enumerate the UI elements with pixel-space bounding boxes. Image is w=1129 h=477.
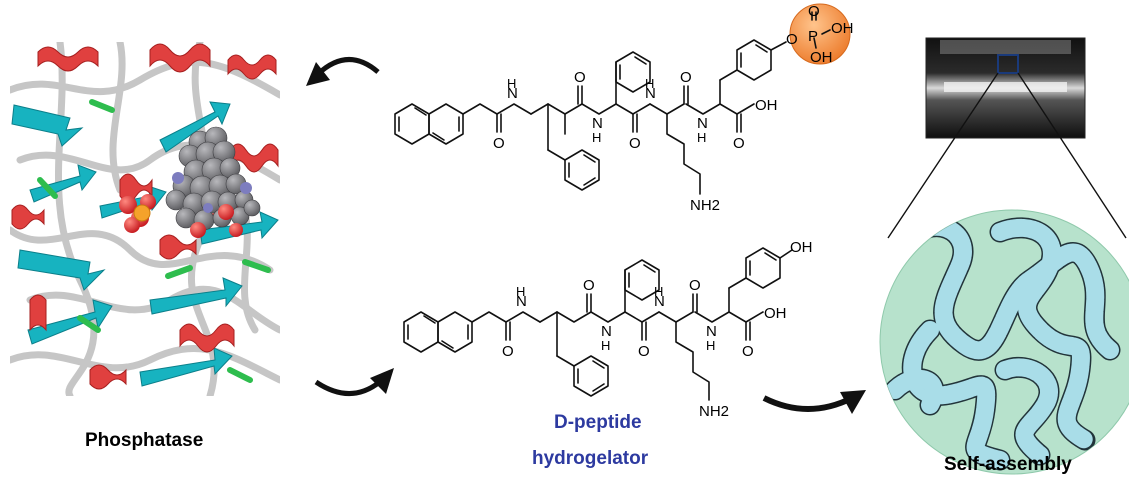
atom-label: OH	[810, 49, 833, 66]
atom-label: H	[507, 76, 516, 91]
self-assembly-label: Self-assembly	[944, 454, 1072, 475]
atom-label: H	[601, 338, 610, 353]
atom-label: OH	[755, 97, 778, 114]
atom-label: O	[689, 277, 701, 294]
nanofiber-network-image	[879, 209, 1129, 475]
atom-label: H	[697, 130, 706, 145]
atom-label: O	[742, 343, 754, 360]
atom-label: OH	[790, 239, 813, 256]
peptide-label-line1: D-peptide	[554, 412, 642, 433]
molecule-top: N H O O N H O N H O N H O OH NH2 O P O O…	[394, 3, 854, 214]
peptide-label-line2: hydrogelator	[532, 448, 649, 469]
atom-label: O	[629, 135, 641, 152]
atom-label: O	[502, 343, 514, 360]
atom-label: N	[516, 293, 527, 310]
atom-label: N	[507, 85, 518, 102]
atom-label: N	[654, 293, 665, 310]
atom-label: NH2	[690, 197, 720, 214]
atom-label: H	[592, 130, 601, 145]
atom-label: OH	[831, 20, 854, 37]
curved-arrow-icon	[306, 57, 380, 86]
curved-arrow-icon	[314, 368, 394, 396]
atom-label: O	[583, 277, 595, 294]
atom-label: O	[733, 135, 745, 152]
atom-label: H	[645, 76, 654, 91]
atom-label: N	[706, 323, 717, 340]
atom-label: P	[808, 28, 818, 45]
atom-label: H	[654, 284, 663, 299]
curved-arrow-icon	[762, 390, 866, 414]
atom-label: H	[516, 284, 525, 299]
molecule-bottom: N H O O N H O N H O N H O OH NH2 OH	[403, 239, 813, 420]
atom-label: O	[493, 135, 505, 152]
atom-label: O	[638, 343, 650, 360]
atom-label: N	[645, 85, 656, 102]
atom-label: N	[592, 115, 603, 132]
phosphatase-label: Phosphatase	[85, 430, 204, 451]
atom-label: O	[786, 31, 798, 48]
atom-label: O	[680, 69, 692, 86]
atom-label: H	[706, 338, 715, 353]
atom-label: O	[574, 69, 586, 86]
atom-label: N	[697, 115, 708, 132]
atom-label: OH	[764, 305, 787, 322]
atom-label: N	[601, 323, 612, 340]
vial-photo-image	[925, 37, 1086, 139]
atom-label: NH2	[699, 403, 729, 420]
atom-label: O	[808, 3, 820, 20]
protein-ribbon-image	[10, 42, 280, 396]
